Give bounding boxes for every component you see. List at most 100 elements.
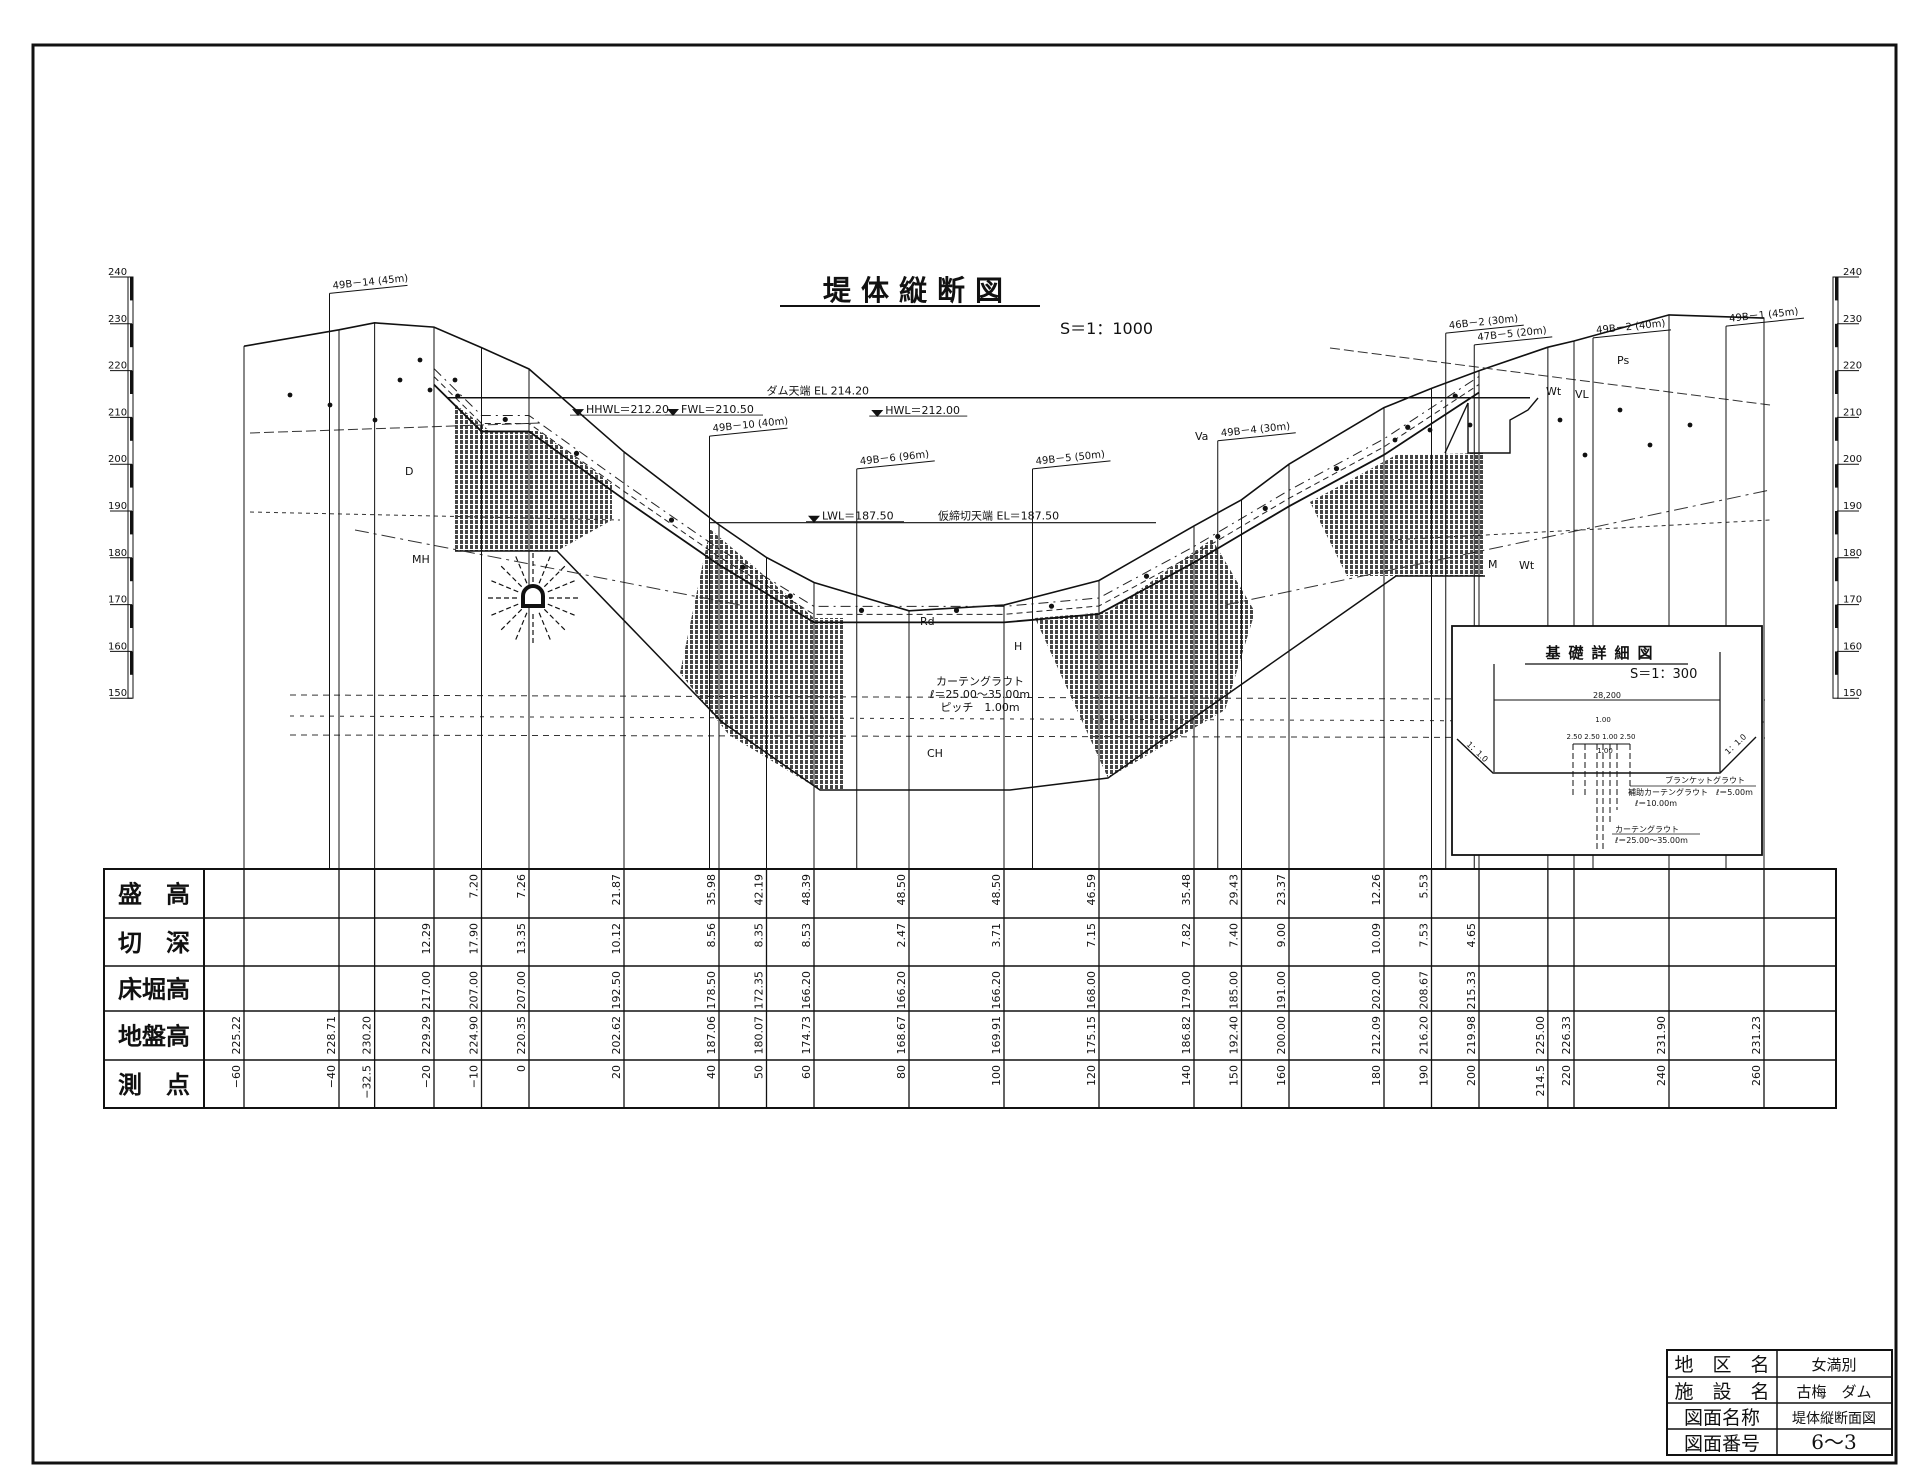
table-cell: 172.35	[753, 971, 766, 1010]
table-cell: 185.00	[1228, 971, 1241, 1010]
boring-leader	[856, 460, 935, 470]
title-block-value: 6〜3	[1811, 1430, 1856, 1454]
title-block-label: 地 区 名	[1674, 1354, 1769, 1376]
table-cell: 229.29	[420, 1016, 433, 1055]
table-cell: 174.73	[800, 1016, 813, 1055]
table-cell: 4.65	[1465, 923, 1478, 948]
grout-note: ピッチ 1.00m	[940, 701, 1019, 714]
detail-blanket-length: ℓ＝5.00m	[1715, 788, 1753, 797]
elevation-tick-label: 240	[1843, 267, 1862, 278]
table-cell: 23.37	[1275, 874, 1288, 906]
boring-leader	[1474, 336, 1553, 346]
detail-dim-mid: 1.00	[1597, 747, 1613, 755]
table-cell: −60	[230, 1065, 243, 1088]
detail-title: 基礎詳細図	[1544, 644, 1660, 662]
spillway-structure	[1467, 397, 1539, 454]
tunnel-ray	[490, 603, 519, 617]
table-cell: 166.20	[895, 971, 908, 1010]
elevation-tick-label: 190	[108, 501, 127, 512]
table-cell: 225.00	[1534, 1016, 1547, 1055]
table-row-label: 床堀高	[118, 976, 190, 1004]
elevation-tick-label: 160	[108, 641, 127, 652]
table-cell: 40	[705, 1065, 718, 1079]
elevation-tick-label: 150	[1843, 688, 1862, 699]
fill-dot	[502, 416, 508, 423]
water-level-icon	[808, 515, 820, 523]
table-cell: 212.09	[1370, 1016, 1383, 1055]
elevation-tick-label: 180	[108, 548, 127, 559]
scale-segment	[1835, 277, 1838, 301]
soil-dot	[1427, 427, 1433, 433]
geology-boundary-line	[249, 422, 541, 434]
grout-boundary-line	[455, 550, 1485, 791]
table-cell: 12.26	[1370, 874, 1383, 906]
scale-segment	[1835, 417, 1838, 441]
title-block-label: 図面名称	[1684, 1407, 1760, 1429]
title-block-value: 堤体縦断面図	[1792, 1411, 1876, 1427]
boring-leader	[329, 284, 408, 294]
detail-curtain-length: ℓ＝25.00〜35.00m	[1614, 836, 1688, 845]
water-level-icon	[667, 409, 679, 417]
fill-dot	[1143, 573, 1150, 579]
table-cell: 160	[1275, 1065, 1288, 1086]
spillway-structure-line	[1444, 402, 1469, 454]
table-cell: 191.00	[1275, 971, 1288, 1010]
table-cell: 190	[1418, 1065, 1431, 1086]
table-cell: 166.20	[990, 971, 1003, 1010]
fill-dot	[787, 593, 793, 599]
elevation-tick-label: 240	[108, 267, 127, 278]
geology-boundary-line	[289, 734, 1766, 739]
scale-segment	[1835, 464, 1838, 488]
table-cell: 50	[753, 1065, 766, 1079]
table-cell: 5.53	[1418, 874, 1431, 899]
water-level-icon	[572, 409, 584, 417]
geology-boundary-line	[1224, 489, 1771, 606]
scale-segment	[1835, 370, 1838, 394]
fill-dot	[953, 607, 960, 613]
grout-hatch-zone	[1035, 539, 1255, 778]
table-cell: 13.35	[515, 923, 528, 955]
boring-leader	[1217, 432, 1296, 442]
soil-dot	[1392, 437, 1398, 443]
table-cell: 215.33	[1465, 971, 1478, 1010]
boring-leader	[1032, 460, 1111, 470]
soil-dot	[1647, 442, 1653, 448]
detail-width-dim: 28,200	[1593, 691, 1621, 700]
table-cell: 260	[1750, 1065, 1763, 1086]
boring-leader	[1725, 317, 1805, 327]
table-cell: 216.20	[1418, 1016, 1431, 1055]
geology-label: Wt	[1519, 559, 1535, 572]
tunnel-ray	[514, 612, 528, 641]
drawing-scale: S＝1：1000	[1060, 319, 1153, 338]
table-cell: 228.71	[325, 1016, 338, 1055]
fill-dot	[573, 450, 580, 456]
water-level-label: ダム天端 EL 214.20	[767, 384, 870, 398]
soil-dot	[1687, 422, 1693, 428]
detail-curtain-label: カーテングラウト	[1615, 824, 1679, 834]
grout-note: カーテングラウト	[936, 674, 1024, 688]
table-cell: 224.90	[468, 1016, 481, 1055]
fill-dot	[1333, 465, 1340, 472]
soil-dot	[1557, 417, 1563, 423]
table-cell: 20	[610, 1065, 623, 1079]
elevation-tick-label: 200	[1843, 454, 1862, 465]
table-row-label: 切 深	[118, 929, 190, 957]
table-cell: 169.91	[990, 1016, 1003, 1055]
table-cell: 220.35	[515, 1016, 528, 1055]
tunnel-ray	[500, 608, 523, 631]
table-cell: 8.35	[753, 923, 766, 948]
elevation-tick-label: 180	[1843, 548, 1862, 559]
geology-boundary-line	[1329, 347, 1771, 406]
fill-dot	[1048, 603, 1055, 609]
table-cell: 48.50	[895, 874, 908, 906]
scale-segment	[130, 511, 133, 535]
table-cell: −20	[420, 1065, 433, 1088]
table-cell: 46.59	[1085, 874, 1098, 906]
water-level-label: HHWL＝212.20	[586, 403, 669, 416]
table-cell: 9.00	[1275, 923, 1288, 948]
water-level-label: 仮締切天端 EL＝187.50	[938, 509, 1059, 523]
table-cell: 202.00	[1370, 971, 1383, 1010]
table-cell: −10	[468, 1065, 481, 1088]
geology-boundary-line	[249, 511, 621, 521]
